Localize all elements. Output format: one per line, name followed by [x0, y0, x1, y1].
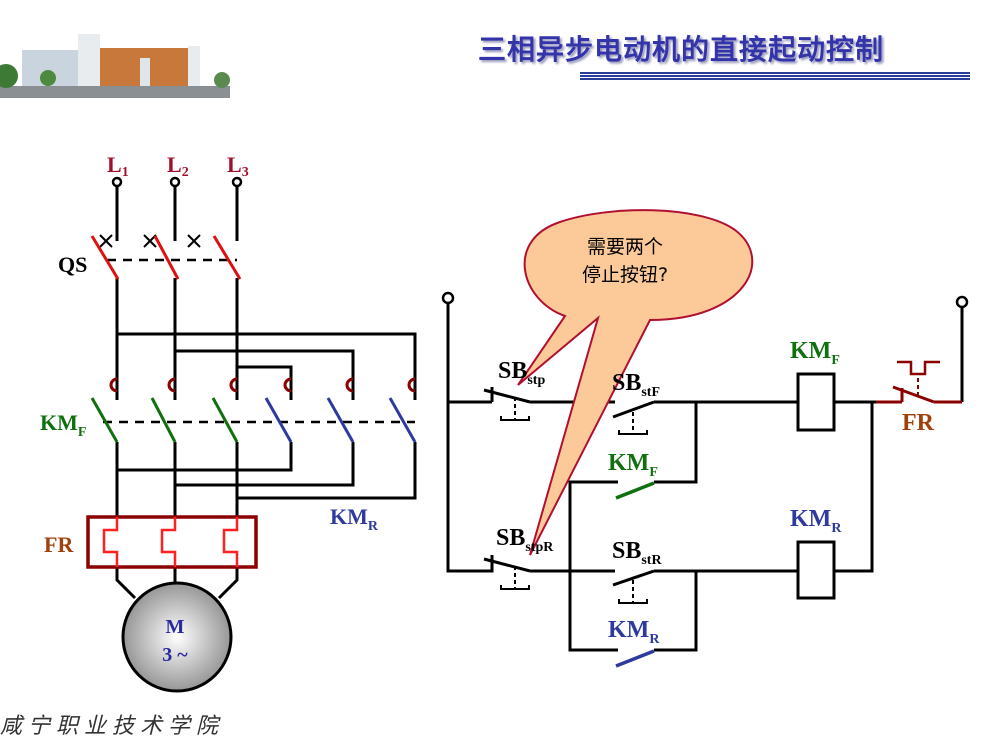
label-kmf-coil: KMF [790, 338, 840, 368]
label-qs: QS [58, 252, 87, 277]
contact-arc-marks [109, 377, 416, 393]
motor [121, 581, 233, 693]
fr-nc-contact [876, 360, 962, 404]
qs-switch-blades [90, 235, 242, 280]
label-kmr-aux: KMR [608, 617, 660, 647]
label-sb-stop-f: SBstp [498, 358, 545, 388]
school-name-calligraphy: 咸宁职业技术学院 [0, 714, 225, 739]
label-sb-start-f: SBstF [612, 370, 660, 400]
motor-label: M 3 ~ [140, 613, 210, 669]
qs-x-marks [99, 234, 201, 248]
title-underline [580, 72, 970, 81]
label-l3: L3 [227, 152, 249, 180]
control-terminal-right [955, 295, 969, 309]
main-circuit-wiring [99, 176, 417, 600]
label-fr-contact: FR [902, 410, 935, 436]
kmf-main-contacts [90, 397, 239, 443]
kmr-main-contacts [264, 397, 417, 443]
control-circuit-wiring [441, 291, 969, 652]
label-kmf-aux: KMF [608, 450, 658, 480]
terminal-l2 [169, 176, 181, 188]
line-labels: L1 L2 L3 [107, 152, 249, 180]
callout-line-2: 停止按钮? [581, 264, 669, 286]
kmf-coil [796, 372, 836, 432]
label-kmr-main: KMR [330, 504, 379, 534]
fr-thermal-relay-frame [86, 515, 258, 569]
label-kmr-coil: KMR [790, 506, 842, 536]
label-l1: L1 [107, 152, 129, 180]
callout-text: 需要两个 停止按钮? [540, 233, 710, 289]
label-kmf-main: KMF [40, 410, 86, 440]
motor-label-phase: 3 ~ [162, 644, 188, 666]
campus-building-photo [0, 28, 230, 98]
label-sb-start-r: SBstR [612, 538, 662, 568]
motor-label-m: M [165, 616, 185, 638]
fr-heating-elements [102, 517, 239, 567]
callout-bubble [517, 209, 754, 556]
label-sb-stop-r: SBstpR [496, 525, 554, 555]
callout-line-1: 需要两个 [586, 236, 663, 258]
page-title: 三相异步电动机的直接起动控制 [478, 33, 885, 66]
terminal-l1 [111, 176, 123, 188]
kmr-coil [796, 540, 836, 600]
terminal-l3 [231, 176, 243, 188]
control-terminal-left [441, 291, 455, 305]
kmr-aux-contact [615, 649, 655, 668]
label-l2: L2 [167, 152, 189, 180]
kmf-aux-contact [615, 481, 655, 500]
label-fr-main: FR [44, 532, 74, 557]
